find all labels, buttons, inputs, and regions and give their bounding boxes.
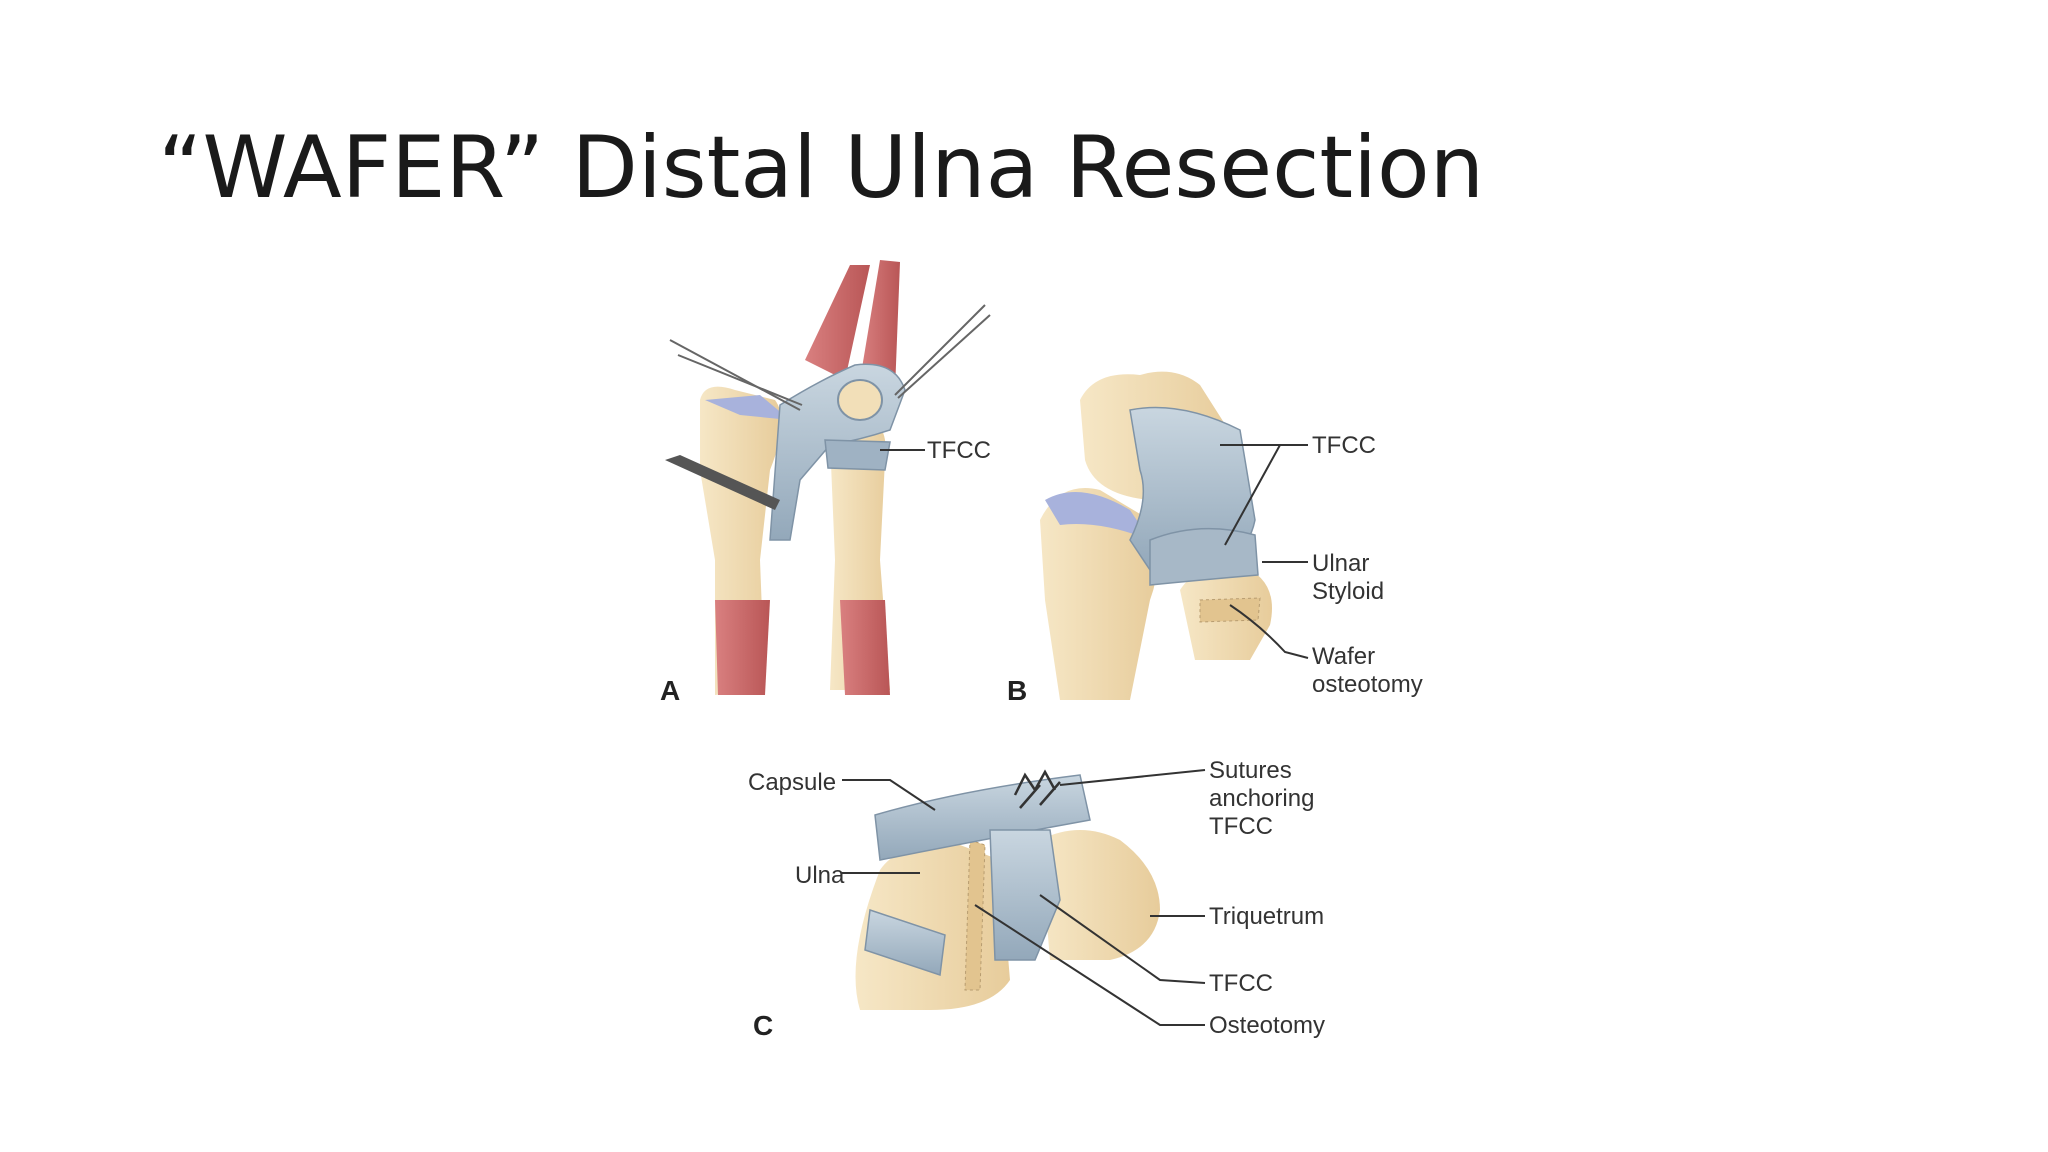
label-ulnar-styloid-2: Styloid xyxy=(1312,578,1384,605)
tfcc-band xyxy=(824,439,891,471)
muscle-shape xyxy=(805,265,870,380)
wafer-segment xyxy=(1199,597,1261,623)
elevator-instrument xyxy=(665,455,780,510)
leader-line xyxy=(842,779,936,811)
label-tfcc-b: TFCC xyxy=(1312,432,1376,459)
label-sutures-2: anchoring xyxy=(1209,785,1314,812)
suture-knots xyxy=(1013,769,1061,809)
panel-c-drawing: Capsule Ulna Sutures anchoring TFCC Triq… xyxy=(748,757,1325,1041)
label-ulna: Ulna xyxy=(795,862,845,889)
label-sutures-1: Sutures xyxy=(1209,757,1292,784)
panel-letter-c: C xyxy=(753,1010,773,1041)
label-wafer-1: Wafer xyxy=(1312,643,1375,670)
leader-line xyxy=(1224,444,1308,546)
muscle-shape xyxy=(860,260,900,390)
cartilage-shape xyxy=(705,395,790,420)
label-sutures-3: TFCC xyxy=(1209,813,1273,840)
leader-line xyxy=(974,904,1205,1026)
suture-thread xyxy=(894,304,986,396)
label-wafer-2: osteotomy xyxy=(1312,671,1423,698)
ulnar-styloid-ligament xyxy=(1149,527,1259,586)
leader-line xyxy=(1059,769,1206,786)
panel-a-drawing: TFCC A xyxy=(660,260,991,706)
tfcc-band xyxy=(989,829,1061,961)
cartilage-shape xyxy=(1045,492,1150,540)
leader-line xyxy=(1229,604,1309,659)
ulnar-head xyxy=(837,379,883,421)
label-tfcc-a: TFCC xyxy=(927,437,991,464)
label-tfcc-c: TFCC xyxy=(1209,970,1273,997)
panel-b-drawing: TFCC Ulnar Styloid Wafer osteotomy B xyxy=(1007,371,1423,706)
leader-line xyxy=(1039,894,1206,984)
label-osteotomy: Osteotomy xyxy=(1209,1012,1325,1039)
osteotomy-cut xyxy=(964,839,986,991)
muscle-shape xyxy=(715,600,770,695)
capsule-band xyxy=(874,774,1091,861)
label-capsule: Capsule xyxy=(748,769,836,796)
radius-bone xyxy=(1040,488,1158,700)
muscle-shape xyxy=(840,600,890,695)
slide-title: “WAFER” Distal Ulna Resection xyxy=(158,118,1485,218)
capsule-band xyxy=(864,908,946,977)
triquetrum-bone xyxy=(1040,830,1160,960)
label-ulnar-styloid-1: Ulnar xyxy=(1312,550,1369,577)
label-triquetrum: Triquetrum xyxy=(1209,903,1324,930)
panel-letter-b: B xyxy=(1007,675,1027,706)
suture-thread xyxy=(897,314,991,399)
suture-thread xyxy=(669,339,801,411)
panel-letter-a: A xyxy=(660,675,680,706)
suture-thread xyxy=(677,354,803,406)
